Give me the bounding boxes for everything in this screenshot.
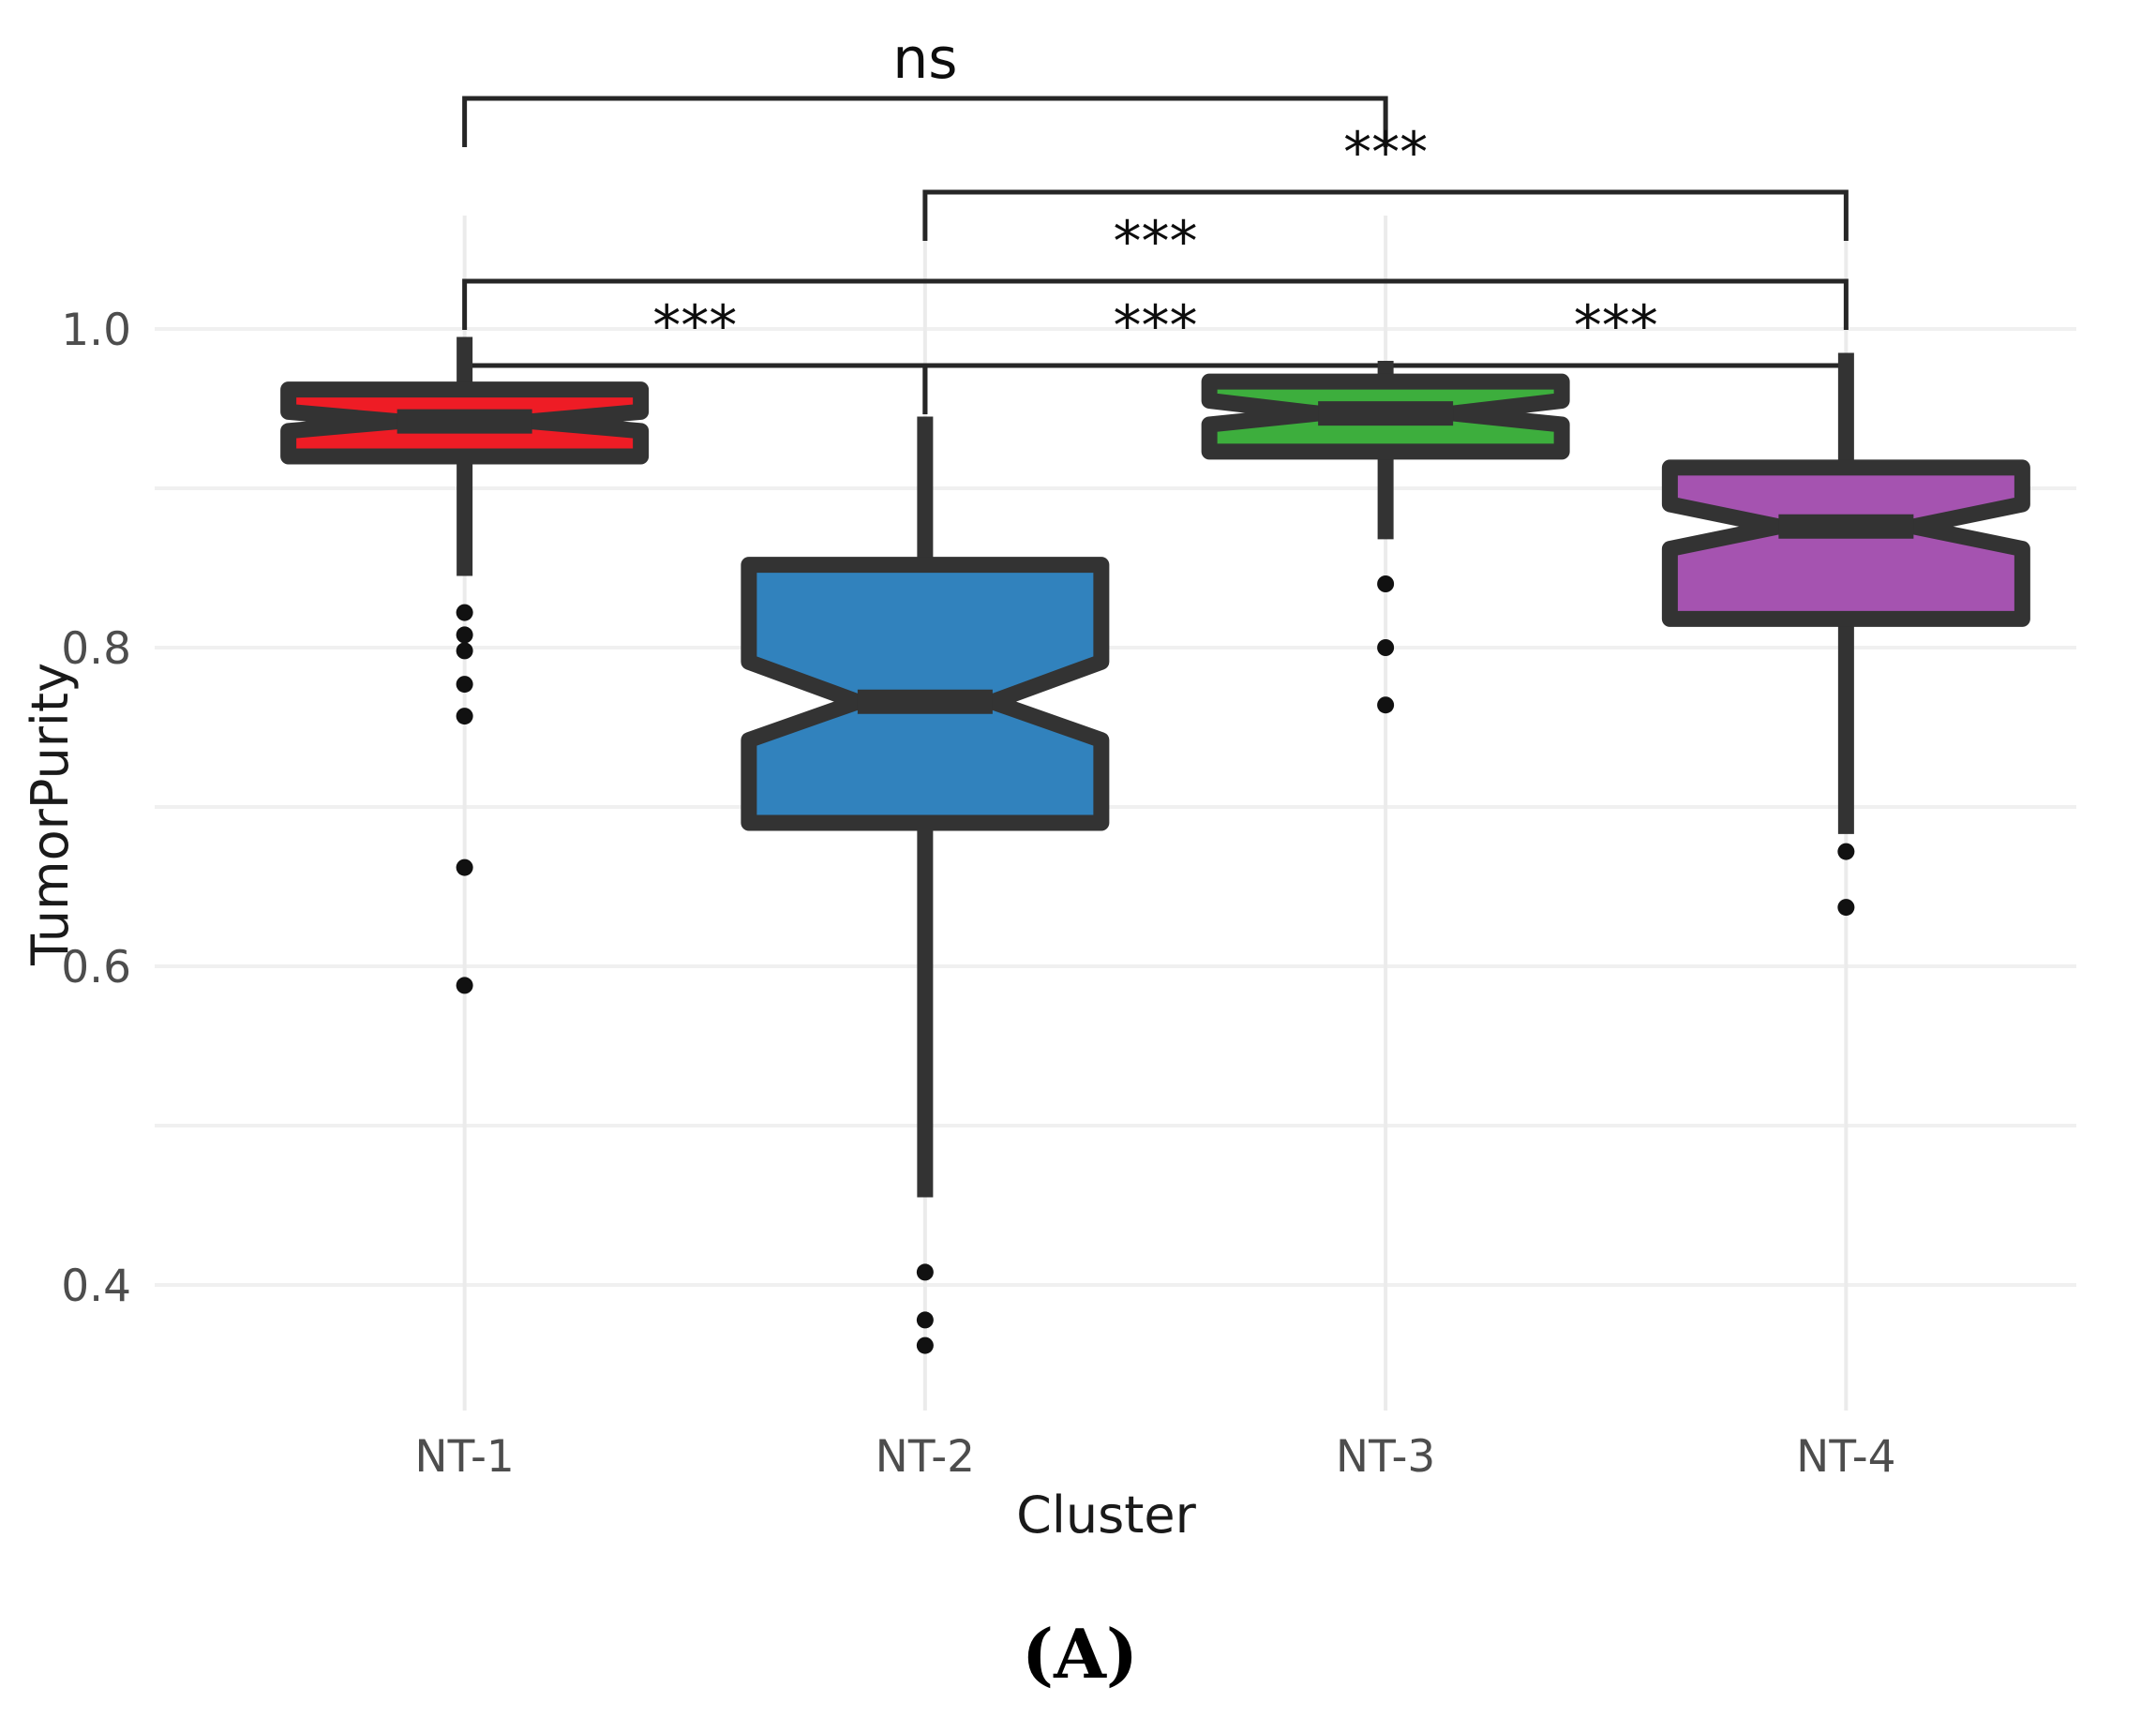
box-series xyxy=(280,336,2030,1354)
sig-bracket-nt-1-nt-3 xyxy=(462,96,1388,147)
outlier-point xyxy=(916,1263,934,1281)
y-axis-title: TumorPurity xyxy=(21,663,80,966)
outlier-point xyxy=(456,604,473,621)
y-axis-tick-labels: 0.4 0.6 0.8 1.0 xyxy=(61,305,131,1312)
outlier-point xyxy=(1377,575,1395,592)
panel-label: (A) xyxy=(1022,1614,1138,1694)
sig-bracket-nt-1-nt-4 xyxy=(462,278,1849,330)
sig-label-nt-3-nt-4: *** xyxy=(1574,293,1658,359)
x-tick-label-nt-3: NT-3 xyxy=(1336,1431,1435,1483)
x-tick-label-nt-1: NT-1 xyxy=(414,1431,514,1483)
x-tick-label-nt-2: NT-2 xyxy=(876,1431,975,1483)
sig-bracket-nt-2-nt-4 xyxy=(922,189,1849,241)
outlier-point xyxy=(456,626,473,644)
x-axis-title: Cluster xyxy=(1016,1486,1196,1545)
outlier-point xyxy=(1377,696,1395,714)
outlier-point xyxy=(456,708,473,725)
sig-label-nt-1-nt-3: ns xyxy=(892,26,957,92)
outlier-point xyxy=(456,642,473,660)
x-axis-tick-labels: NT-1 NT-2 NT-3 NT-4 xyxy=(414,1431,1895,1483)
vertical-gridlines xyxy=(462,216,1849,1411)
y-tick-label: 0.8 xyxy=(61,623,131,675)
outlier-point xyxy=(1837,843,1855,860)
y-tick-label: 1.0 xyxy=(61,305,131,356)
y-tick-label: 0.4 xyxy=(61,1261,131,1312)
outlier-point xyxy=(456,977,473,994)
box-nt-1 xyxy=(280,336,650,994)
y-tick-label: 0.6 xyxy=(61,942,131,993)
outlier-point xyxy=(1837,899,1855,917)
x-tick-label-nt-4: NT-4 xyxy=(1796,1431,1895,1483)
outlier-point xyxy=(916,1336,934,1354)
sig-label-nt-1-nt-4: *** xyxy=(1114,209,1198,275)
outlier-point xyxy=(916,1311,934,1329)
outlier-point xyxy=(1377,639,1395,656)
box-nt-2 xyxy=(741,416,1110,1354)
horizontal-gridlines xyxy=(155,327,2076,1287)
box-nt-4 xyxy=(1661,352,2030,917)
box-nt-3 xyxy=(1201,361,1570,714)
significance-brackets: ns *** *** *** *** *** xyxy=(462,26,1849,414)
sig-label-nt-1-nt-2: *** xyxy=(652,293,737,359)
sig-label-nt-2-nt-4: *** xyxy=(1343,120,1428,186)
outlier-point xyxy=(456,858,473,876)
box-body xyxy=(1661,459,2030,627)
outlier-point xyxy=(456,676,473,694)
sig-label-nt-2-nt-3: *** xyxy=(1114,293,1198,359)
